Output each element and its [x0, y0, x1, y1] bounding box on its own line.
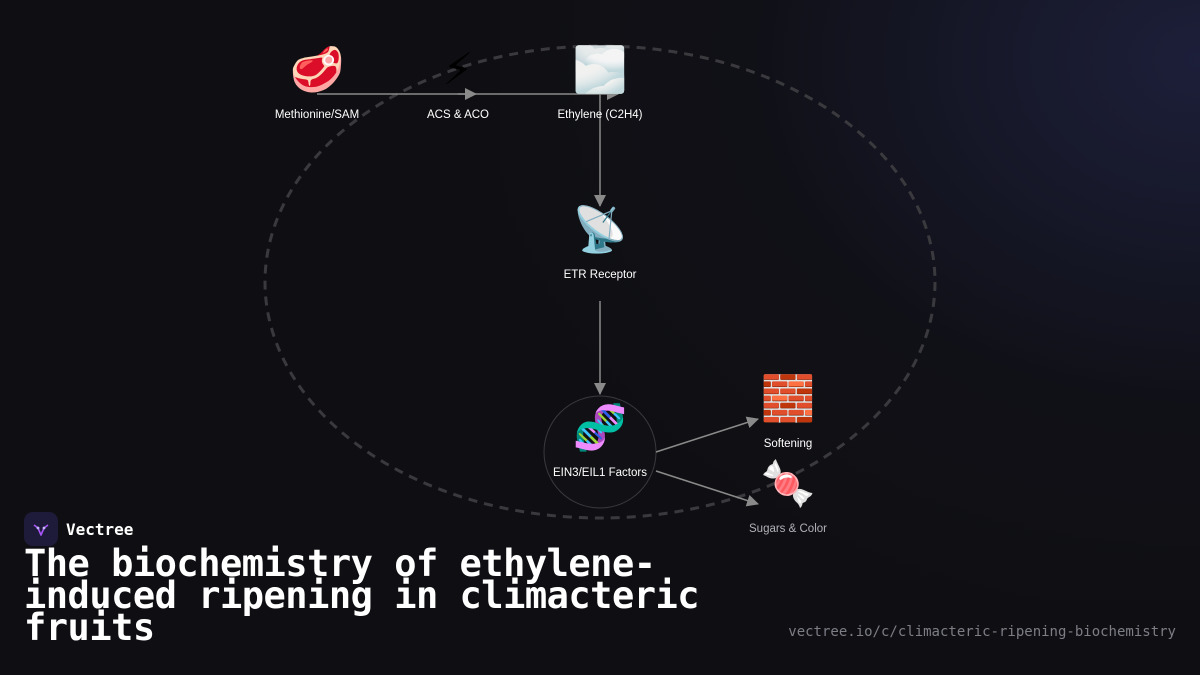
node-label-softening: Softening	[764, 438, 813, 450]
node-label-ethylene: Ethylene (C2H4)	[557, 109, 642, 121]
brand: Vectree	[24, 512, 133, 546]
vectree-logo-icon	[24, 512, 58, 546]
node-acs: ⚡ ACS & ACO	[427, 45, 489, 122]
fog-icon: 🌫️	[573, 45, 628, 96]
meat-icon: 🥩	[290, 45, 345, 96]
candy-icon: 🍬	[761, 459, 816, 510]
node-label-sugars: Sugars & Color	[749, 523, 827, 535]
node-ein3: 🧬 EIN3/EIL1 Factors	[553, 401, 647, 480]
brand-name: Vectree	[66, 519, 134, 539]
page-title: The biochemistry of ethylene-induced rip…	[24, 542, 700, 649]
edge-ein3-to-softening	[655, 416, 759, 453]
edges-group	[317, 88, 759, 507]
cycle-outline	[263, 44, 937, 520]
source-url: vectree.io/c/climacteric-ripening-bioche…	[788, 624, 1176, 640]
node-label-ein3: EIN3/EIL1 Factors	[553, 467, 647, 479]
node-label-acs: ACS & ACO	[427, 109, 489, 121]
node-methionine: 🥩 Methionine/SAM	[275, 45, 359, 122]
node-softening: 🧱 Softening	[761, 374, 816, 451]
dna-icon: 🧬	[573, 401, 628, 454]
node-sugars: 🍬 Sugars & Color	[749, 459, 827, 536]
lightning-icon: ⚡	[443, 45, 474, 96]
node-ethylene: 🌫️ Ethylene (C2H4)	[557, 45, 642, 122]
node-label-methionine: Methionine/SAM	[275, 109, 359, 121]
edge-ein3-to-sugars	[655, 470, 759, 507]
nodes-group: 🥩 Methionine/SAM ⚡ ACS & ACO 🌫️ Ethylene (C2H…	[275, 45, 827, 536]
brick-icon: 🧱	[761, 374, 816, 425]
node-label-etr: ETR Receptor	[564, 269, 637, 281]
node-etr: 📡 ETR Receptor	[564, 202, 637, 282]
satellite-dish-icon: 📡	[573, 202, 628, 256]
